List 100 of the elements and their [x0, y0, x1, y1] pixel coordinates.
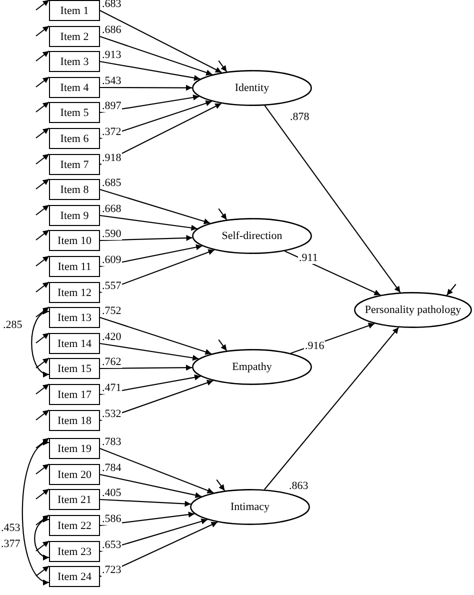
- latent-variable-ellipse: Identity: [192, 70, 312, 106]
- error-arrow: [36, 26, 50, 36]
- arrow: [100, 522, 218, 577]
- edge-label: .557: [101, 281, 122, 292]
- error-arrow: [218, 208, 228, 220]
- edge-label: .590: [101, 229, 122, 240]
- edge-label: .878: [289, 112, 310, 123]
- arrow: [100, 234, 192, 242]
- error-arrow: [36, 204, 50, 216]
- error-arrow: [36, 76, 50, 88]
- error-arrow: [36, 230, 50, 240]
- edge-label: .285: [2, 320, 24, 331]
- arrow: [100, 364, 192, 371]
- latent-variable-ellipse: Empathy: [192, 349, 312, 385]
- edge-label: .543: [101, 76, 122, 87]
- edge-label: .752: [101, 306, 122, 317]
- error-arrow: [36, 50, 50, 62]
- arrow: [100, 512, 195, 526]
- error-arrow: [36, 178, 50, 190]
- item-box: Item 19: [49, 438, 100, 459]
- item-box: Item 20: [49, 464, 100, 485]
- edge-label: .532: [101, 409, 122, 420]
- item-box: Item 1: [49, 0, 100, 21]
- edge-label: .609: [101, 255, 122, 266]
- arrow: [100, 214, 198, 231]
- item-box: Item 5: [49, 102, 100, 123]
- item-box: Item 24: [49, 566, 100, 587]
- covariance-arrow: [34, 518, 50, 560]
- arrow: [284, 250, 381, 296]
- edge-label: .686: [101, 25, 122, 36]
- error-arrow: [36, 282, 50, 292]
- error-arrow: [36, 332, 50, 344]
- error-arrow: [36, 306, 50, 318]
- error-arrow: [36, 438, 50, 448]
- arrow: [100, 94, 200, 114]
- error-arrow: [216, 479, 226, 491]
- error-arrow: [218, 60, 228, 72]
- error-arrow: [36, 566, 50, 576]
- edge-label: .762: [101, 357, 122, 368]
- error-arrow: [36, 410, 50, 420]
- latent-variable-ellipse: Intimacy: [190, 489, 310, 525]
- edge-label: .471: [101, 383, 122, 394]
- error-arrow: [36, 384, 50, 394]
- error-arrow: [36, 464, 50, 474]
- item-box: Item 17: [49, 384, 100, 405]
- arrow: [100, 474, 202, 498]
- error-arrow: [36, 256, 50, 266]
- arrow: [100, 342, 199, 361]
- edge-label: .453: [0, 523, 22, 534]
- item-box: Item 12: [49, 282, 100, 303]
- arrow: [100, 448, 214, 494]
- edge-label: .683: [101, 0, 122, 10]
- arrow: [100, 102, 222, 165]
- edge-label: .405: [101, 488, 122, 499]
- item-box: Item 18: [49, 410, 100, 431]
- error-arrow: [218, 339, 228, 351]
- error-arrow: [446, 284, 456, 296]
- edge-label: .911: [298, 253, 319, 264]
- arrow: [100, 374, 201, 396]
- item-box: Item 13: [49, 307, 100, 328]
- arrow: [100, 10, 222, 73]
- edge-label: .668: [101, 204, 122, 215]
- item-box: Item 4: [49, 77, 100, 98]
- error-arrow: [36, 514, 50, 526]
- error-arrow: [36, 128, 50, 138]
- item-box: Item 7: [49, 154, 100, 175]
- item-box: Item 14: [49, 333, 100, 354]
- item-box: Item 3: [49, 51, 100, 72]
- covariance-arrow: [31, 310, 50, 376]
- item-box: Item 9: [49, 205, 100, 226]
- edge-label: .918: [101, 153, 122, 164]
- item-box: Item 21: [49, 489, 100, 510]
- item-box: Item 11: [49, 256, 100, 277]
- latent-variable-ellipse: Personality pathology: [354, 292, 472, 328]
- edge-label: .685: [101, 178, 122, 189]
- arrow: [100, 249, 214, 294]
- error-arrow: [36, 0, 50, 10]
- arrow: [100, 60, 200, 81]
- error-arrow: [36, 488, 50, 500]
- arrow: [100, 244, 202, 268]
- error-arrow: [36, 154, 50, 164]
- item-box: Item 8: [49, 179, 100, 200]
- covariance-arrow: [22, 442, 50, 584]
- item-box: Item 23: [49, 541, 100, 562]
- edge-label: .372: [101, 127, 122, 138]
- arrow: [100, 100, 212, 140]
- edge-label: .784: [101, 463, 122, 474]
- edge-label: .916: [304, 341, 326, 352]
- edge-label: .723: [101, 565, 122, 576]
- edge-label: .586: [101, 514, 122, 525]
- edge-label: .783: [101, 437, 122, 448]
- arrow: [100, 36, 212, 76]
- edge-label: .377: [0, 539, 22, 550]
- arrow: [100, 316, 212, 355]
- edge-label: .897: [101, 101, 122, 112]
- arrow: [100, 188, 210, 224]
- arrow: [100, 380, 214, 422]
- edge-label: .913: [101, 50, 122, 61]
- edge-label: .420: [101, 332, 122, 343]
- item-box: Item 22: [49, 515, 100, 536]
